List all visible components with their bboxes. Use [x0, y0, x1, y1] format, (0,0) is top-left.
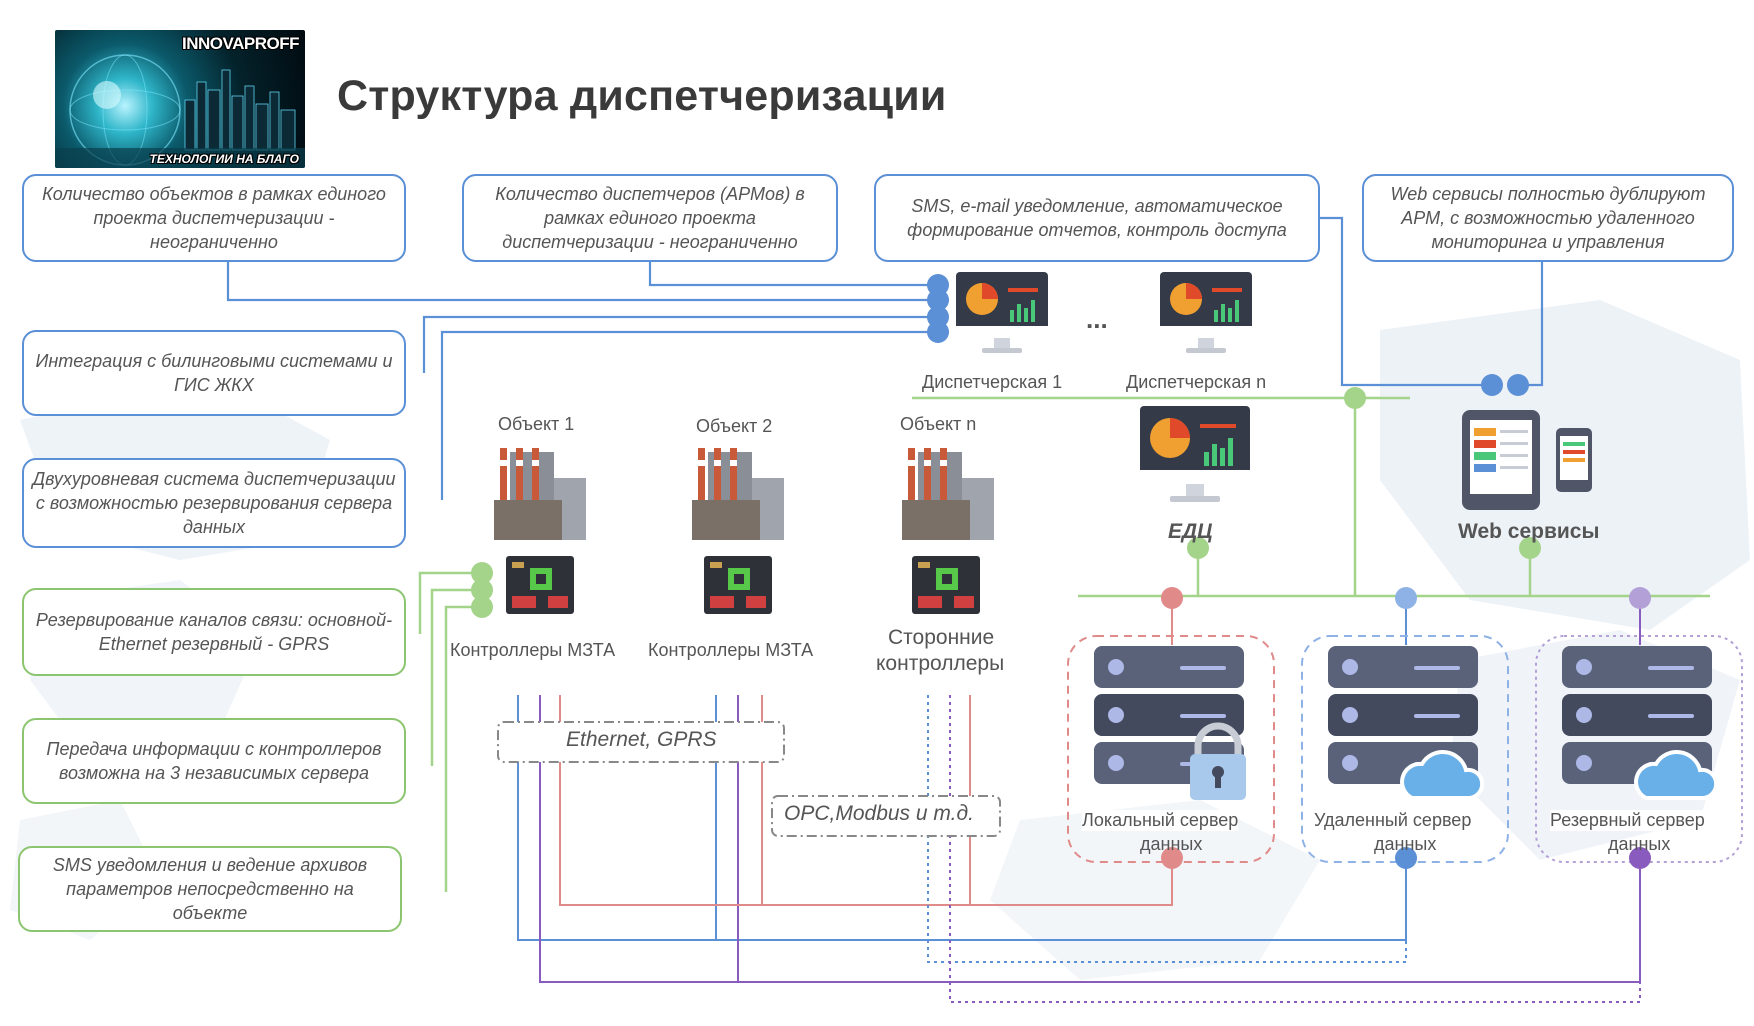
factory-2-icon	[692, 448, 784, 540]
callout-web-services: Web сервисы полностью дублируют АРМ, с в…	[1362, 174, 1734, 262]
remote-server-label-line2: данных	[1374, 834, 1437, 854]
controller-n-label-line2: контроллеры	[876, 652, 1005, 675]
controller-2-label: Контроллеры МЗТА	[648, 640, 814, 660]
object-1-label: Объект 1	[498, 414, 575, 434]
green-connectors	[418, 396, 1710, 892]
callout-notifications: SMS, e-mail уведомление, автоматическое …	[874, 174, 1320, 262]
dispatch-n-monitor-icon	[1160, 272, 1252, 353]
edc-label: ЕДЦ	[1168, 520, 1213, 543]
object-2-label: Объект 2	[696, 416, 773, 436]
company-logo: INNOVAPROFF ТЕХНОЛОГИИ НА БЛАГО	[55, 30, 305, 168]
edc-monitor-icon	[1140, 406, 1250, 502]
connector-nodes	[471, 274, 1651, 869]
factory-1-icon	[494, 448, 586, 540]
callout-dispatchers-count: Количество диспетчеров (АРМов) в рамках …	[462, 174, 838, 262]
controller-n-board-icon	[912, 556, 980, 614]
callout-billing-integration: Интеграция с билинговыми системами и ГИС…	[22, 330, 406, 416]
backup-server-label-line1: Резервный сервер	[1550, 810, 1705, 831]
callout-three-servers: Передача информации с контроллеров возмо…	[22, 718, 406, 804]
controller-1-board-icon	[506, 556, 574, 614]
controller-2-board-icon	[704, 556, 772, 614]
blue-connectors	[226, 216, 1544, 500]
dispatch-ellipsis: ...	[1086, 304, 1108, 334]
controller-n-label-line1: Сторонние	[888, 626, 995, 649]
remote-server-icon	[1328, 646, 1478, 784]
lock-icon	[1190, 722, 1246, 800]
object-n-label: Объект n	[900, 414, 977, 434]
logo-brand-text: INNOVAPROFF	[182, 34, 299, 53]
remote-cloud-icon	[1400, 750, 1485, 800]
backup-server-label-line2: данных	[1608, 834, 1671, 854]
callout-two-level-system: Двухуровневая система диспетчеризации с …	[22, 458, 406, 548]
web-services-label: Web сервисы	[1458, 520, 1600, 543]
tablet-phone-icon	[1462, 410, 1592, 510]
opc-modbus-label: OPC,Modbus и т.д.	[784, 802, 974, 825]
factory-n-icon	[902, 448, 994, 540]
controller-1-label: Контроллеры МЗТА	[450, 640, 616, 660]
ethernet-gprs-label: Ethernet, GPRS	[566, 728, 717, 751]
remote-server-label-line1: Удаленный сервер	[1314, 810, 1472, 831]
dispatch-1-monitor-icon	[956, 272, 1048, 353]
dispatch-n-label: Диспетчерская n	[1126, 372, 1267, 392]
page-title: Структура диспетчеризации	[337, 72, 947, 120]
local-server-label-line2: данных	[1140, 834, 1203, 854]
logo-slogan-text: ТЕХНОЛОГИИ НА БЛАГО	[149, 152, 299, 166]
backup-cloud-icon	[1634, 750, 1719, 800]
callout-objects-count: Количество объектов в рамках единого про…	[22, 174, 406, 262]
local-server-label-line1: Локальный сервер	[1082, 810, 1239, 831]
dispatch-1-label: Диспетчерская 1	[922, 372, 1063, 392]
backup-server-icon	[1562, 646, 1712, 784]
callout-channel-redundancy: Резервирование каналов связи: основной- …	[22, 588, 406, 676]
callout-sms-archive: SMS уведомления и ведение архивов параме…	[18, 846, 402, 932]
